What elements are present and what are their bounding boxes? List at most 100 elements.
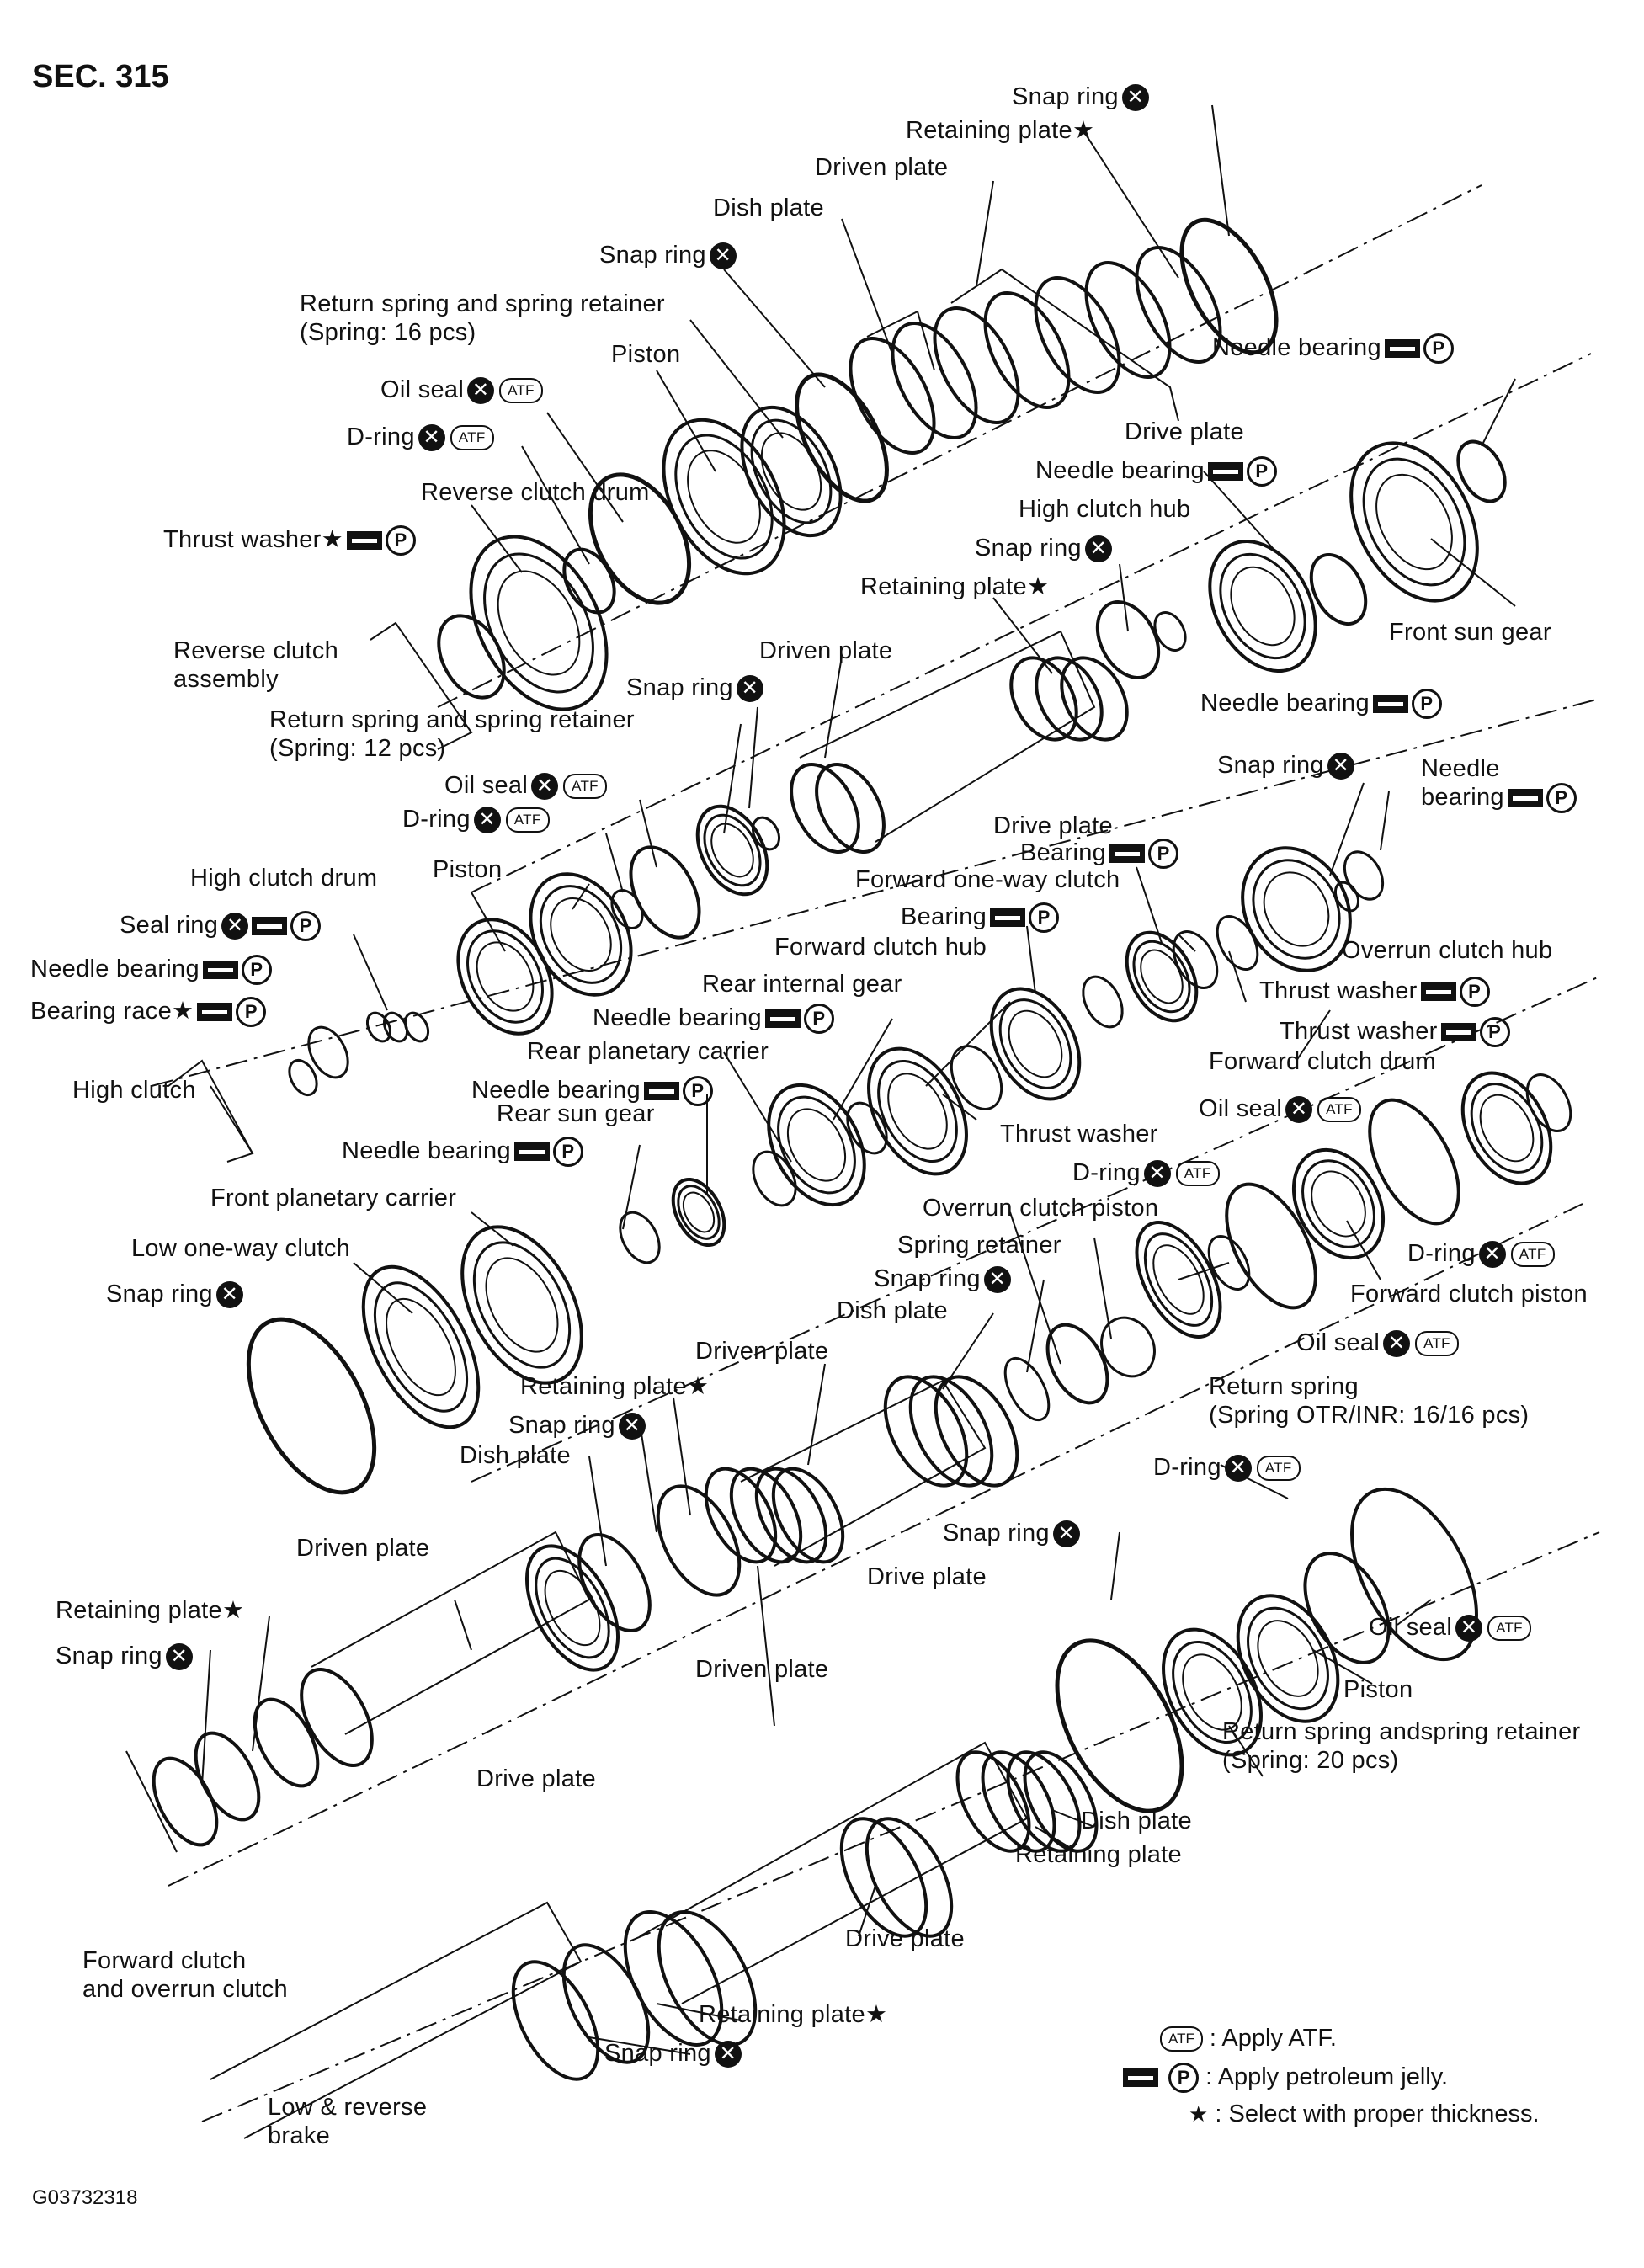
leader-line: [689, 319, 784, 439]
callout-label: High clutch hub: [1019, 495, 1190, 524]
callout-text: Snap ring: [1217, 752, 1324, 779]
oil-seal: [1350, 1487, 1478, 1662]
callout-label: Reverse clutch assembly: [173, 636, 338, 694]
callout-label: Drive plate: [867, 1563, 987, 1591]
callout-label: Thrust washer★P: [163, 525, 416, 556]
forward-clutch-drum: [1460, 1071, 1553, 1185]
snap-ring: [795, 372, 889, 503]
callout-label: Return spring (Spring OTR/INR: 16/16 pcs…: [1209, 1372, 1529, 1429]
leader-line: [639, 799, 657, 868]
atf-icon: ATF: [450, 425, 494, 451]
center-axis-line: [437, 184, 1482, 708]
callout-label: Snap ring✕: [56, 1642, 193, 1671]
petroleum-jelly-icon: P: [552, 1137, 583, 1168]
callout-text: Bearing race★: [30, 998, 194, 1025]
reverse-clutch-drum: [469, 535, 609, 711]
clutch-plate: [933, 306, 1020, 424]
callout-text: Thrust washer: [1259, 977, 1418, 1004]
callout-label: Return spring and spring retainer (Sprin…: [269, 705, 635, 763]
callout-text: Retaining plate★: [906, 117, 1095, 144]
atf-icon: ATF: [1317, 1097, 1361, 1123]
callout-text: Snap ring: [626, 674, 733, 701]
leader-line: [757, 1565, 775, 1727]
callout-label: Rear planetary carrier: [527, 1037, 769, 1066]
leader-line: [1051, 1809, 1095, 1828]
replace-part-icon: ✕: [418, 424, 445, 452]
callout-label: Snap ring✕: [626, 673, 763, 703]
callout-label: Retaining plate: [1015, 1840, 1182, 1869]
leader-line: [942, 1094, 977, 1121]
replace-part-icon: ✕: [1285, 1096, 1313, 1124]
leader-line: [656, 2003, 742, 2021]
overrun-clutch-piston: [1143, 1232, 1214, 1327]
callout-label: Retaining plate★: [860, 572, 1049, 601]
callout-label: Thrust washer: [1000, 1120, 1158, 1148]
callout-label: Return spring andspring retainer (Spring…: [1222, 1717, 1581, 1775]
callout-label: Low one-way clutch: [131, 1234, 350, 1263]
callout-text: D-ring: [347, 423, 415, 450]
group-bracket: [125, 1750, 178, 1853]
snap-ring: [751, 816, 781, 851]
callout-text: High clutch: [72, 1077, 196, 1104]
petroleum-jelly-icon: P: [682, 1076, 713, 1107]
piston: [1236, 1594, 1340, 1723]
petroleum-jelly-icon: P: [1479, 1017, 1510, 1048]
callout-text: Retaining plate★: [520, 1373, 710, 1400]
petroleum-jelly-icon: P: [803, 1004, 834, 1035]
callout-label: Overrun clutch hub: [1342, 936, 1552, 965]
callout-label: Retaining plate★: [906, 116, 1094, 145]
clutch-plate: [790, 763, 860, 854]
callout-text: Dish plate: [837, 1297, 948, 1324]
legend-atf-text: : Apply ATF.: [1209, 2025, 1337, 2052]
callout-text: Return spring and spring retainer (Sprin…: [269, 706, 635, 762]
callout-label: Reverse clutch drum: [421, 478, 650, 507]
callout-label: Bearing race★P: [30, 997, 267, 1028]
front-sun-gear: [1375, 473, 1453, 571]
callout-text: Reverse clutch drum: [421, 479, 650, 506]
atf-icon: ATF: [1160, 2026, 1203, 2052]
callout-text: High clutch drum: [190, 865, 378, 892]
callout-label: D-ring✕ATF: [1153, 1453, 1301, 1483]
needle-bearing: [846, 1101, 888, 1155]
callout-label: D-ring✕ATF: [1072, 1158, 1220, 1188]
d-ring: [1303, 1552, 1391, 1664]
leader-line: [1228, 950, 1247, 1003]
clutch-plate: [1009, 656, 1078, 742]
seal-ring: [365, 1011, 392, 1043]
rear-sun-gear: [677, 1185, 721, 1240]
grease-icon: [252, 917, 288, 936]
callout-text: Reverse clutch assembly: [173, 637, 338, 693]
replace-part-icon: ✕: [1327, 753, 1354, 780]
rear-internal-gear: [877, 1059, 958, 1163]
section-number: SEC. 315: [32, 59, 169, 94]
callout-text: Thrust washer: [1280, 1018, 1438, 1045]
grease-icon: [1420, 982, 1456, 1002]
clutch-plate: [865, 1817, 954, 1938]
callout-text: Retaining plate★: [699, 2001, 888, 2028]
snap-ring: [1055, 1638, 1184, 1813]
leader-line: [723, 269, 826, 388]
replace-part-icon: ✕: [221, 913, 249, 940]
piston: [674, 434, 774, 560]
petroleum-jelly-icon: P: [1423, 333, 1454, 365]
leader-line: [546, 412, 624, 523]
rear-planetary-carrier: [777, 1095, 856, 1195]
return-spring-retainer: [750, 418, 833, 524]
callout-text: Snap ring: [599, 242, 706, 269]
clutch-plate: [1084, 261, 1172, 379]
callout-text: Driven plate: [759, 637, 893, 664]
callout-text: Piston: [433, 856, 503, 883]
callout-label: Oil seal✕ATF: [1199, 1094, 1361, 1124]
leader-line: [201, 1649, 211, 1786]
oil-seal: [1525, 1073, 1572, 1132]
forward-one-way-clutch: [1132, 940, 1191, 1014]
grease-icon: [1507, 789, 1543, 808]
grease-icon: [346, 531, 382, 551]
callout-label: D-ring✕ATF: [1407, 1239, 1555, 1269]
leader-line: [1228, 1725, 1264, 1777]
leader-line: [572, 883, 590, 910]
